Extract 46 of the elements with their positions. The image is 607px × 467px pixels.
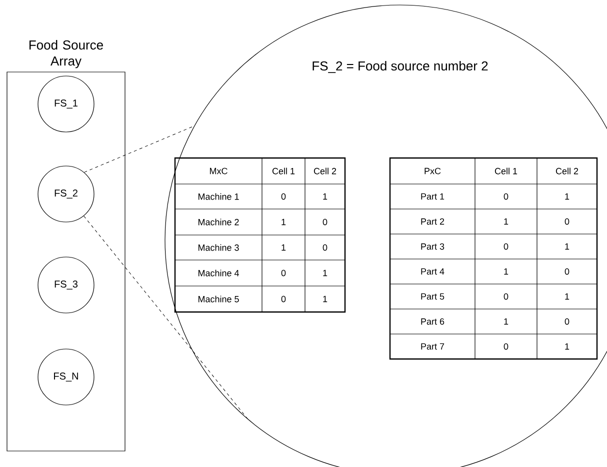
table-cell: Cell 1 [272,168,295,174]
table-cell: Part 5 [421,293,444,300]
table-cell: 1 [323,193,328,200]
table-cell: 1 [282,244,286,251]
node-label: Food Source Array [29,40,103,68]
table-cell: Part 6 [421,318,444,325]
table-cell: Part 2 [421,218,444,225]
table-cell: 0 [281,270,286,276]
table-cell: 1 [504,268,508,275]
table-cell: Part 4 [421,268,444,275]
table-cell: 1 [323,296,328,302]
table-cell: Cell 2 [556,168,578,174]
table-cell: MxC [210,168,228,174]
table-cell: 0 [504,343,508,350]
circle-title: FS_2 = Food source number 2 [312,61,488,73]
table-cell: Part 7 [421,343,444,350]
table-cell: 0 [322,244,328,251]
table-cell: Cell 1 [494,168,518,174]
table-cell: 1 [323,270,328,276]
table-cell: 1 [565,193,570,200]
table-cell: 1 [565,243,570,250]
dashed-connector [84,126,194,173]
table-cell: 1 [565,293,570,300]
table-cell: Machine 4 [198,270,239,276]
table-cell: 0 [564,318,570,325]
table-cell: 1 [504,218,508,225]
dashed-connector [84,216,249,420]
table-cell: Cell 2 [314,168,336,174]
table-cell: 0 [281,193,286,200]
table-cell: Machine 5 [198,296,239,302]
table-cell: 0 [564,268,570,275]
table-cell: Machine 2 [198,218,239,226]
table-cell: 0 [564,218,570,225]
table-cell: 1 [504,318,508,325]
table-cell: Part 1 [421,193,444,200]
table-cell: Machine 1 [198,193,239,200]
table-cell: 0 [504,243,508,250]
table-cell: 1 [565,343,570,350]
table-cell: Part 3 [421,243,444,250]
table-cell: 0 [504,193,508,200]
table-cell: 0 [322,218,328,226]
table-cell: 1 [282,218,286,226]
table-cell: 0 [281,296,286,302]
table-cell: 0 [504,293,508,300]
table-cell: Machine 3 [198,244,239,251]
table-cell: PxC [424,168,441,174]
